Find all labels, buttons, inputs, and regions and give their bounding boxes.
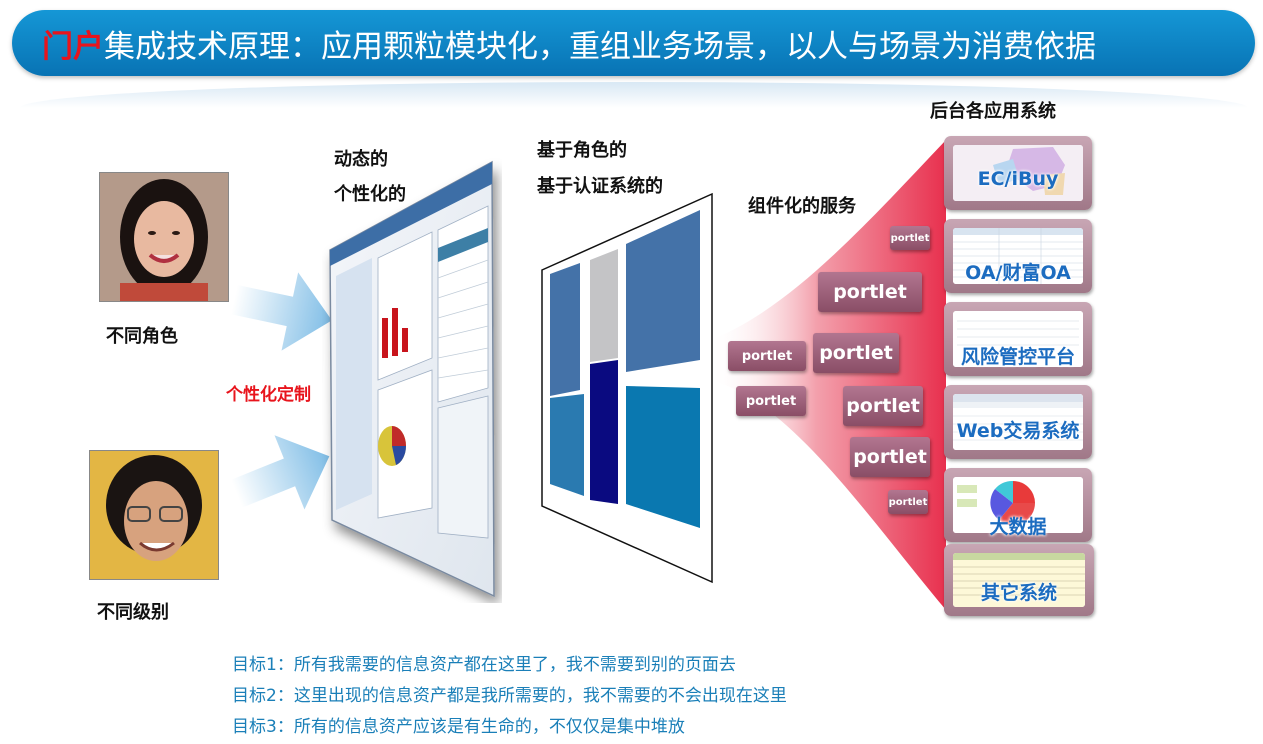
app-web-trade-thumb: [953, 394, 1083, 450]
app-risk: 风险管控平台: [944, 302, 1092, 376]
role-label-2: 基于认证系统的: [537, 176, 663, 197]
title-rest: 集成技术原理：应用颗粒模块化，重组业务场景，以人与场景为消费依据: [104, 28, 1096, 65]
app-ecibuy: EC/iBuy: [944, 136, 1092, 210]
portal-screenshot: [329, 160, 495, 598]
page-title: 门户集成技术原理：应用颗粒模块化，重组业务场景，以人与场景为消费依据: [42, 21, 1096, 66]
dynamic-label-1: 动态的: [334, 149, 388, 170]
app-label-other: 其它系统: [980, 582, 1057, 604]
portlet-tile: portlet: [818, 272, 922, 312]
table-thumbnail: [953, 228, 1083, 284]
arrow-upper-icon: [230, 272, 332, 351]
app-other-thumb: [953, 553, 1085, 607]
pie-thumbnail: [953, 477, 1083, 533]
services-funnel: [710, 140, 946, 610]
goal-1: 目标1：所有我需要的信息资产都在这里了，我不需要到别的页面去: [232, 655, 736, 675]
woman-portrait: [100, 173, 228, 301]
man-photo: [89, 450, 219, 580]
list-thumbnail: [953, 553, 1085, 607]
title-bar: 门户集成技术原理：应用颗粒模块化，重组业务场景，以人与场景为消费依据: [12, 10, 1255, 76]
portlet-tile: portlet: [736, 386, 806, 416]
portlet-tile: portlet: [813, 333, 899, 373]
app-label-bigdata: 大数据: [989, 516, 1047, 538]
map-thumbnail: [953, 145, 1083, 201]
backend-label: 后台各应用系统: [930, 101, 1056, 122]
title-highlight: 门户: [42, 28, 104, 65]
services-label: 组件化的服务: [748, 196, 856, 217]
goal-3: 目标3：所有的信息资产应该是有生命的，不仅仅是集中堆放: [232, 717, 685, 737]
app-label-risk: 风险管控平台: [960, 346, 1075, 368]
arrow-lower-icon: [231, 435, 330, 510]
personalize-label: 个性化定制: [226, 385, 311, 405]
form-thumbnail: [953, 311, 1083, 367]
app-other: 其它系统: [944, 544, 1094, 616]
woman-photo: [99, 172, 229, 302]
level-person-label: 不同级别: [97, 602, 169, 623]
app-web-trade: Web交易系统: [944, 385, 1092, 459]
dynamic-label-2: 个性化的: [334, 184, 406, 205]
app-oa: OA/财富OA: [944, 219, 1092, 293]
role-label-1: 基于角色的: [537, 140, 627, 161]
role-person-label: 不同角色: [106, 326, 178, 347]
portlet-tile: portlet: [850, 437, 930, 477]
portlet-tile: portlet: [888, 490, 928, 514]
layout-frame: [541, 192, 713, 584]
app-risk-thumb: [953, 311, 1083, 367]
app-label-web-trade: Web交易系统: [956, 420, 1080, 442]
app-ecibuy-thumb: [953, 145, 1083, 201]
portlet-tile: portlet: [843, 386, 923, 426]
app-label-ecibuy: EC/iBuy: [977, 168, 1059, 190]
goal-2: 目标2：这里出现的信息资产都是我所需要的，我不需要的不会出现在这里: [232, 686, 787, 706]
app-bigdata: 大数据: [944, 468, 1092, 542]
window-thumbnail: [953, 394, 1083, 450]
man-portrait: [90, 451, 218, 579]
app-bigdata-thumb: [953, 477, 1083, 533]
portlet-tile: portlet: [890, 226, 930, 250]
title-reflection: [20, 82, 1248, 108]
portlet-tile: portlet: [728, 341, 806, 371]
app-oa-thumb: [953, 228, 1083, 284]
app-label-oa: OA/财富OA: [965, 262, 1071, 284]
